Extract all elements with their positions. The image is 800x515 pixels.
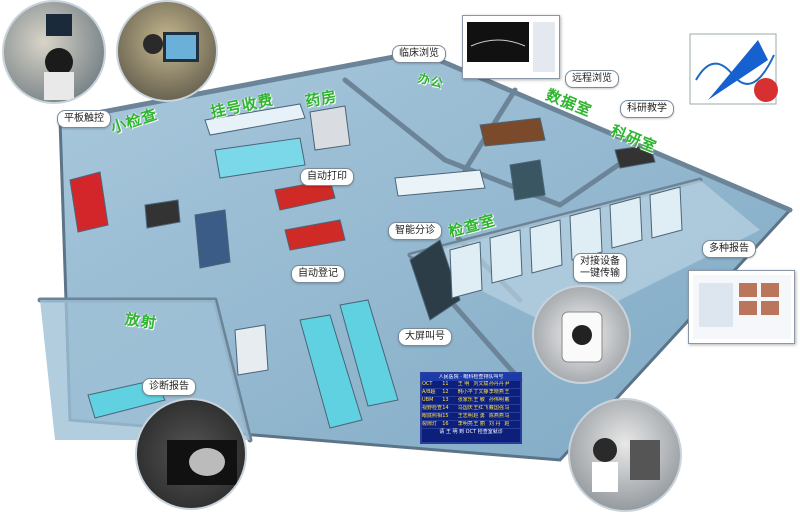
exam-booths	[449, 186, 683, 299]
queue-cell: 陈燕燕	[488, 413, 504, 419]
queue-row: OCT 11 王 明刘文斌孙丹丹尹	[422, 381, 520, 389]
queue-cell: 裂隙灯	[422, 421, 438, 427]
queue-cell: A/B超	[422, 389, 436, 395]
queue-row: UBM 13 张家乐王 敏孙伟明戴	[422, 397, 520, 405]
queue-cell: 李晓燕	[488, 389, 504, 395]
photo-bubble-touch-kiosk	[116, 0, 218, 102]
queue-cell: 丁文静	[473, 389, 489, 395]
queue-cell: 13	[442, 397, 449, 403]
callout-big-screen-call: 大屏叫号	[398, 328, 452, 346]
queue-cell: 王 敏	[473, 397, 485, 403]
callout-multi-report: 多种报告	[702, 240, 756, 258]
photo-bubble-xray-viewer	[135, 398, 247, 510]
queue-board-header: 人民医院 · 眼科检查排队叫号	[422, 374, 520, 381]
photo-bubble-eye-device	[532, 285, 631, 384]
callout-diagnosis-report: 诊断报告	[142, 378, 196, 396]
queue-cell: 视野检查	[422, 405, 443, 411]
callout-device-transfer-line1: 对接设备	[580, 256, 620, 267]
callout-research-teaching: 科研教学	[620, 100, 674, 118]
panel-report-stack	[688, 270, 795, 344]
chart-arrow-icon	[689, 33, 778, 105]
queue-cell: 孙伟明	[488, 397, 504, 403]
slit-lamp-icon	[592, 438, 660, 492]
callout-smart-triage: 智能分诊	[388, 222, 442, 240]
photo-bubble-slit-lamp-exam	[568, 398, 682, 512]
photo-bubble-tablet-staff	[2, 0, 106, 104]
queue-row: A/B超 12 韩小平丁文静李晓燕王	[422, 389, 520, 397]
queue-cell: 14	[442, 405, 449, 411]
panel-research-chart	[688, 30, 784, 110]
queue-cell: 王 明	[457, 381, 470, 387]
queue-cell: 张家乐	[457, 397, 473, 403]
queue-cell: 16	[442, 421, 449, 427]
callout-remote-browse: 远程浏览	[565, 70, 619, 88]
callout-auto-print: 自动打印	[300, 168, 354, 186]
kiosk-icon	[143, 32, 199, 62]
queue-cell: 戴国强	[488, 405, 504, 411]
queue-cell: 15	[442, 413, 449, 419]
queue-cell: 马国庆	[457, 405, 473, 411]
queue-board-footer: 请 王 明 到 OCT 检查室就诊	[439, 429, 503, 435]
queue-cell: 孙丹丹	[488, 381, 504, 387]
ophthalmic-device-icon	[561, 311, 603, 363]
queue-cell: 马	[504, 413, 510, 419]
queue-cell: 刘文斌	[473, 381, 489, 387]
queue-cell: 王	[504, 389, 510, 395]
queue-cell: 李明亮	[457, 421, 473, 427]
queue-cell: 马	[504, 405, 510, 411]
queue-cell: 王 丽	[473, 421, 485, 427]
xray-monitor-icon	[167, 440, 237, 485]
callout-device-transfer: 对接设备 一键传输	[573, 253, 627, 283]
queue-cell: 王志明	[457, 413, 473, 419]
queue-cell: 12	[442, 389, 449, 395]
callout-clinical-browse: 临床浏览	[392, 45, 446, 63]
queue-cell: 赵	[504, 421, 510, 427]
callout-auto-register: 自动登记	[291, 265, 345, 283]
furniture	[69, 103, 656, 429]
monitor-icon	[44, 14, 74, 100]
queue-cell: 王红飞	[473, 405, 489, 411]
oct-scan-icon	[467, 22, 555, 72]
queue-cell: 眼底照相	[422, 413, 443, 419]
callout-tablet-control: 平板触控	[57, 110, 111, 128]
queue-cell: UBM	[422, 397, 434, 403]
queue-board: 人民医院 · 眼科检查排队叫号 OCT 11 王 明刘文斌孙丹丹尹 A/B超 12 韩小平…	[420, 372, 522, 444]
queue-cell: 尹	[504, 381, 510, 387]
queue-cell: OCT	[422, 381, 433, 387]
queue-row: 裂隙灯 16 李明亮王 丽刘 丹赵	[422, 421, 520, 429]
queue-cell: 11	[442, 381, 449, 387]
queue-cell: 赵 勇	[473, 413, 485, 419]
queue-cell: 戴	[504, 397, 510, 403]
callout-device-transfer-line2: 一键传输	[580, 268, 620, 279]
zone-imaging: 放射	[123, 309, 159, 333]
queue-cell: 刘 丹	[488, 421, 501, 427]
panel-clinical-viewer	[462, 15, 560, 79]
report-thumbnails-icon	[693, 275, 791, 339]
queue-cell: 韩小平	[457, 389, 473, 395]
